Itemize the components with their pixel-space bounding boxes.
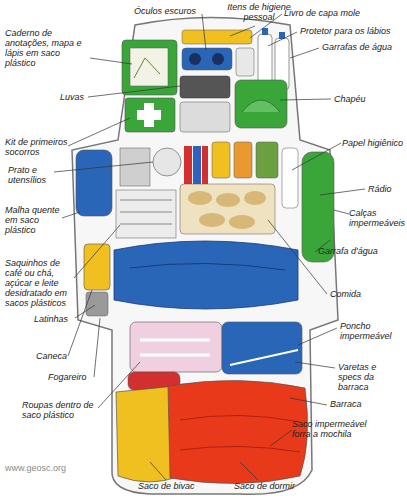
part-label: Itens de higiene pessoal bbox=[226, 2, 292, 22]
part-label: Malha quente em saco plástico bbox=[5, 205, 63, 235]
part-label: Saco impermeável forra a mochila bbox=[292, 419, 374, 439]
part-label: Barraca bbox=[330, 399, 362, 409]
part-label: Caneca bbox=[36, 351, 67, 361]
part-label: Chapéu bbox=[334, 94, 366, 104]
part-label: Fogareiro bbox=[48, 372, 87, 382]
part-label: Óculos escuros bbox=[134, 6, 196, 16]
watermark: www.geosc.org bbox=[5, 463, 66, 473]
part-label: Varetas e specs da barraca bbox=[338, 362, 402, 392]
part-label: Garrafas de água bbox=[322, 42, 392, 52]
part-label: Comida bbox=[330, 289, 361, 299]
part-label: Garrafa d'água bbox=[318, 246, 378, 256]
part-label: Saco de bivac bbox=[138, 481, 195, 491]
part-label: Poncho impermeável bbox=[340, 321, 400, 341]
part-label: Prato e utensílios bbox=[8, 165, 54, 185]
part-label: Caderno de anotações, mapa e lápis em sa… bbox=[5, 28, 89, 68]
part-label: Roupas dentro de saco plástico bbox=[22, 400, 98, 420]
part-label: Rádio bbox=[368, 184, 392, 194]
part-label: Protetor para os lábios bbox=[300, 26, 391, 36]
part-label: Kit de primeiros socorros bbox=[5, 137, 77, 157]
part-label: Papel higiênico bbox=[342, 138, 403, 148]
part-label: Latinhas bbox=[34, 314, 68, 324]
part-label: Saco de dormir bbox=[234, 481, 295, 491]
part-label: Saquinhos de café ou chá, açúcar e leite… bbox=[5, 258, 75, 308]
part-label: Calças impermeáveis bbox=[349, 208, 403, 228]
part-label: Luvas bbox=[60, 92, 84, 102]
part-label: Livro de capa mole bbox=[284, 8, 360, 18]
